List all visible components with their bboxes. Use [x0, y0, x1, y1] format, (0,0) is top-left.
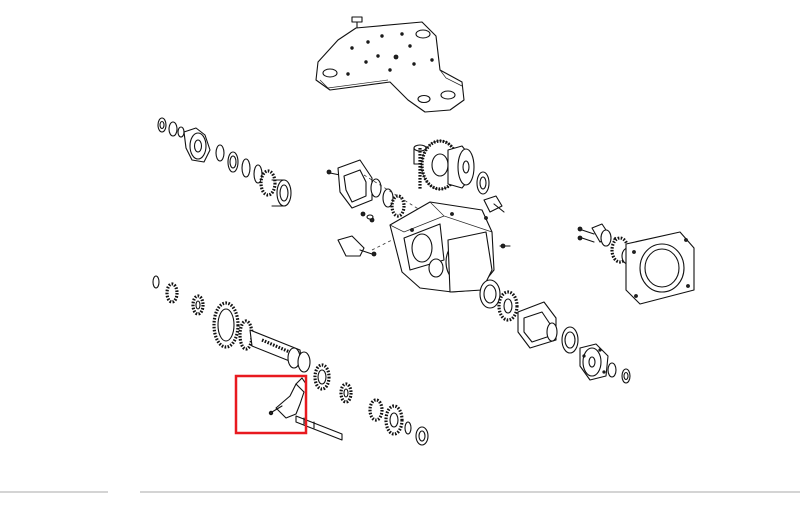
shift-fork[interactable]: [268, 377, 343, 441]
gearbox-housing[interactable]: [389, 201, 511, 293]
right-flange-assembly[interactable]: [577, 223, 695, 305]
bevel-pinion-gear[interactable]: [413, 139, 490, 195]
input-stub-shaft[interactable]: [337, 235, 393, 257]
breather-plug[interactable]: [483, 195, 505, 213]
main-shaft-assembly[interactable]: [152, 275, 429, 446]
mounting-plate[interactable]: [315, 16, 465, 113]
side-cover-left[interactable]: [326, 159, 421, 223]
highlight-box: [234, 374, 308, 435]
lower-right-output-assembly[interactable]: [479, 279, 631, 384]
upper-left-output-assembly[interactable]: [157, 117, 292, 207]
